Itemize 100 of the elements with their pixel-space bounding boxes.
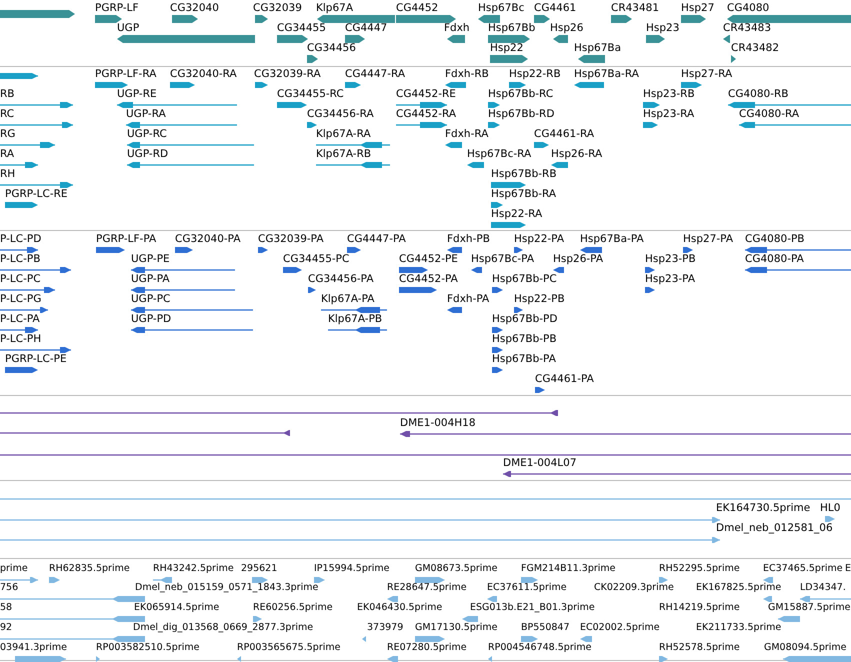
feature-label: CG4452 (396, 2, 438, 14)
feature-label: CG4461-RA (534, 128, 594, 140)
feature-label: Hsp22-RB (509, 68, 561, 80)
feature-label: EK065914.5prime (134, 602, 220, 614)
feature-label: IP15994.5prime (314, 563, 390, 575)
feature-label: CR43482 (731, 42, 780, 54)
feature-label: Klp67A-PA (321, 293, 374, 305)
feature-label: Hsp27-RA (681, 68, 732, 80)
feature-label: CG34455 (277, 22, 326, 34)
feature-label: Dmel_dig_013568_0669_2877.3prime (133, 622, 314, 634)
feature-label: 373979 (367, 622, 404, 634)
feature-label: CG4080 (727, 2, 770, 14)
feature-label: UGP-PD (131, 313, 172, 325)
feature-label: CG34455-PC (283, 253, 350, 265)
feature-label: ESG013b.E21_B01.3prime (470, 602, 595, 614)
feature-label: CG32039-PA (258, 233, 324, 245)
feature-label: EC02002.5prime (580, 622, 660, 634)
feature-label: DME1-004H18 (400, 417, 476, 429)
feature-label: EK211733.5prime (696, 622, 782, 634)
feature-label: Hsp22-RA (491, 208, 542, 220)
feature-label: Klp67A (316, 2, 354, 14)
feature-label: Fdxh-RA (445, 128, 488, 140)
feature-label: CG4461 (534, 2, 576, 14)
feature-label: Klp67A-PB (328, 313, 382, 325)
feature-label: Fdxh-PB (447, 233, 490, 245)
feature-label: Hsp67Bb-RC (488, 88, 554, 100)
feature-label: RH (0, 168, 16, 180)
feature-label: RH52295.5prime (659, 563, 740, 575)
feature-label: HL0 (820, 502, 840, 514)
feature-label: P-LC-PG (0, 293, 42, 305)
feature-label: CG4461-PA (535, 373, 594, 385)
feature-label: P-LC-PB (0, 253, 40, 265)
feature-label: RH62835.5prime (49, 563, 130, 575)
feature-label: GM08673.5prime (415, 563, 498, 575)
feature-label: CG4447-RA (345, 68, 406, 80)
feature-label: CG4452-PA (399, 273, 458, 285)
feature-label: Hsp67Ba (574, 42, 622, 54)
feature-label: Hsp22-PA (514, 233, 564, 245)
feature-label: 92 (0, 622, 12, 634)
feature-label: RH14219.5prime (659, 602, 740, 614)
feature-label: Hsp67Bb-PA (492, 353, 556, 365)
feature-label: Hsp23-RA (643, 108, 694, 120)
feature-label: CG32039 (253, 2, 302, 14)
feature-label: UGP-PA (131, 273, 170, 285)
feature-label: PGRP-LF-PA (96, 233, 156, 245)
feature-label: RC (0, 108, 14, 120)
feature-label: EC37465.5prime (763, 563, 843, 575)
feature-label: Klp67A-RB (316, 148, 372, 160)
feature-label: Hsp67Bc (478, 2, 524, 14)
feature-label: prime (0, 563, 28, 575)
feature-label: Hsp23-PB (645, 253, 696, 265)
feature-label: RE60256.5prime (253, 602, 333, 614)
feature-label: GM08094.5prime (764, 642, 847, 654)
feature-label: CG4452-RA (396, 108, 456, 120)
feature-label: PGRP-LC-RE (5, 188, 68, 200)
feature-label: E (845, 563, 851, 575)
feature-label: CG4447 (345, 22, 388, 34)
feature-label: DME1-004L07 (503, 457, 576, 469)
feature-label: CR43483 (723, 22, 772, 34)
feature-label: RG (0, 128, 16, 140)
feature-label: GM15887.5prime (768, 602, 851, 614)
feature-label: Hsp23-RB (643, 88, 695, 100)
feature-label: Hsp67Bb-RB (491, 168, 557, 180)
feature-label: Hsp27 (681, 2, 714, 14)
feature-label: CG4080-PB (745, 233, 805, 245)
feature-label: Hsp67Bc-PA (471, 253, 534, 265)
feature-label: P-LC-PA (0, 313, 40, 325)
feature-label: BP550847 (521, 622, 570, 634)
feature-label: GM17130.5prime (415, 622, 498, 634)
feature-label: RB (0, 88, 14, 100)
feature-label: UGP-RD (127, 148, 168, 160)
feature-label: Fdxh (444, 22, 470, 34)
feature-label: Hsp67Bb-RD (488, 108, 554, 120)
feature-label: CG4452-RE (396, 88, 456, 100)
feature-label: 295621 (241, 563, 278, 575)
feature-label: CG4452-PE (399, 253, 458, 265)
feature-label: 58 (0, 602, 12, 614)
feature-label: 756 (0, 582, 18, 594)
feature-label: CG34456-PA (308, 273, 374, 285)
feature-label: P-LC-PH (0, 333, 42, 345)
feature-label: CK02209.3prime (594, 582, 674, 594)
feature-label: Hsp67Ba-RA (574, 68, 639, 80)
feature-label: Fdxh-PA (447, 293, 490, 305)
feature-label: RP003582510.5prime (96, 642, 200, 654)
feature-label: CG34456 (307, 42, 356, 54)
feature-label: CG4447-PA (347, 233, 406, 245)
feature-label: CG32039-RA (254, 68, 321, 80)
feature-label: Hsp26 (550, 22, 584, 34)
feature-label: RP004546748.5prime (488, 642, 592, 654)
feature-label: FGM214B11.3prime (521, 563, 616, 575)
feature-label: CG32040-PA (175, 233, 241, 245)
feature-label: Hsp23-PA (645, 273, 696, 285)
feature-label: PGRP-LF (95, 2, 139, 14)
feature-label: Dmel_neb_012581_06 (716, 522, 833, 534)
feature-label: CG4080-PA (745, 253, 804, 265)
feature-label: RP003565675.5prime (237, 642, 340, 654)
feature-label: Hsp67Bb-RA (491, 188, 556, 200)
feature-label: EK046430.5prime (357, 602, 442, 614)
feature-label: P-LC-PC (0, 273, 41, 285)
feature-label: CR43481 (611, 2, 660, 14)
